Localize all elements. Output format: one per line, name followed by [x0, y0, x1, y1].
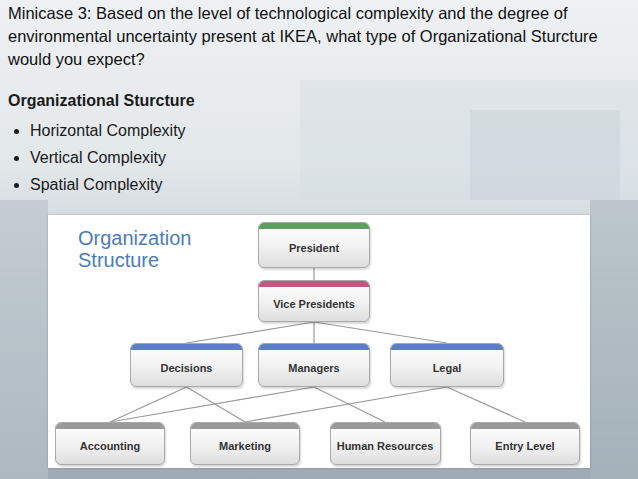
box-label: Managers [259, 362, 369, 375]
section-heading: Organizational Sturcture [8, 91, 195, 111]
connector-line [313, 322, 314, 343]
box-label: Decisions [131, 362, 242, 375]
org-box: Human Resources [330, 422, 441, 465]
box-label: President [259, 242, 369, 255]
color-band [131, 344, 242, 350]
org-box: Managers [258, 343, 370, 387]
bullet-item: Spatial Complexity [30, 175, 163, 195]
box-label: Entry Level [471, 440, 579, 453]
connector-line [313, 268, 314, 280]
box-label: Accounting [56, 440, 164, 453]
bullet-item: Horizontal Complexity [30, 121, 186, 141]
color-band [471, 423, 579, 429]
bullet-dot [14, 156, 19, 161]
connector-line [110, 387, 187, 422]
chart-panel: Organization Structure PresidentVice Pres… [48, 215, 590, 468]
color-band [259, 223, 369, 229]
org-box: Legal [390, 343, 504, 387]
connector-line [245, 387, 447, 422]
box-label: Vice Presidents [259, 298, 369, 311]
org-box: President [258, 222, 370, 268]
bullet-item: Vertical Complexity [30, 148, 166, 168]
org-box: Decisions [130, 343, 243, 387]
color-band [191, 423, 299, 429]
connector-line [187, 387, 246, 422]
org-box: Vice Presidents [258, 280, 370, 322]
slide-title: Minicase 3: Based on the level of techno… [8, 2, 632, 71]
panel-heading: Organization Structure [78, 227, 218, 271]
org-box: Accounting [55, 422, 165, 465]
connector-line [447, 387, 525, 422]
color-band [259, 281, 369, 287]
bullet-dot [14, 129, 19, 134]
connector-line [110, 387, 314, 422]
color-band [259, 344, 369, 350]
bullet-dot [14, 183, 19, 188]
box-label: Legal [391, 362, 503, 375]
org-box: Entry Level [470, 422, 580, 465]
color-band [56, 423, 164, 429]
box-label: Marketing [191, 440, 299, 453]
color-band [331, 423, 440, 429]
color-band [391, 344, 503, 350]
org-box: Marketing [190, 422, 300, 465]
connector-line [187, 322, 315, 343]
connector-line [314, 322, 447, 343]
box-label: Human Resources [331, 440, 440, 453]
